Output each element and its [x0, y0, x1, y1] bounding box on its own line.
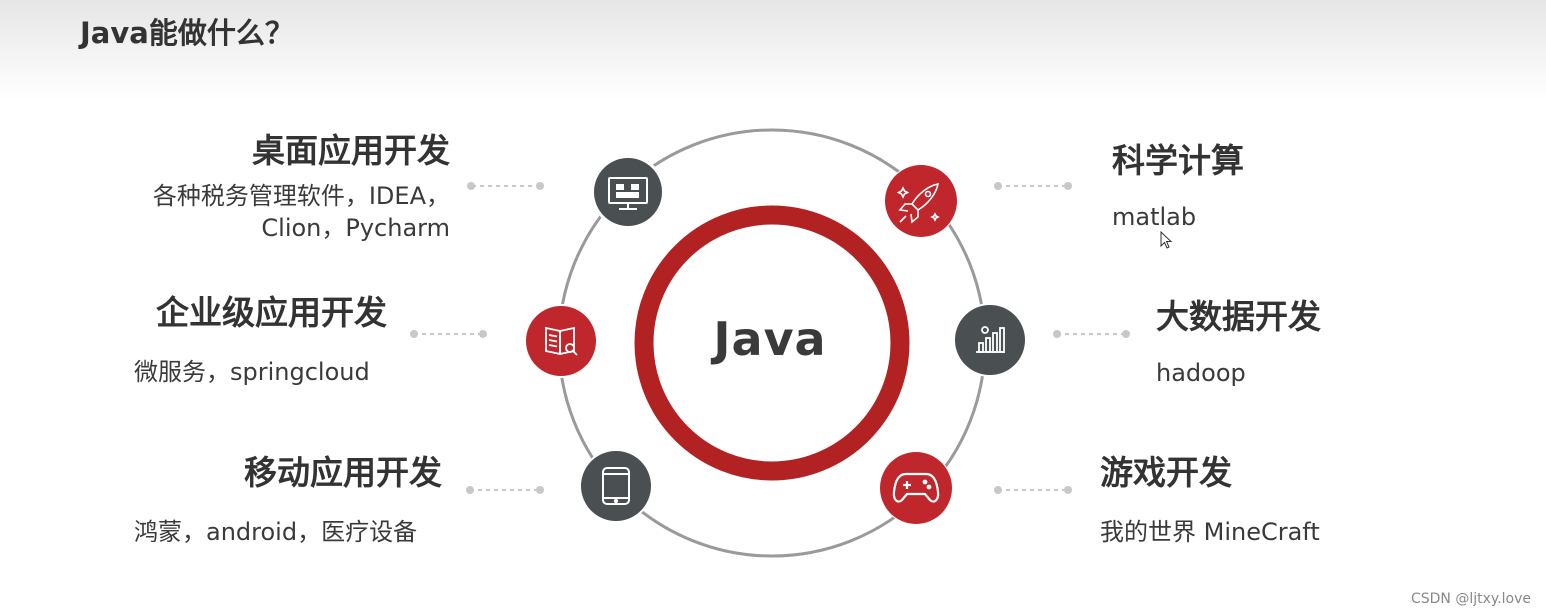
- heading-mobile: 移动应用开发: [244, 453, 442, 492]
- node-games: [879, 451, 953, 525]
- desc-enterprise-line-1: 微服务，springcloud: [134, 358, 370, 386]
- node-bigdata: [953, 303, 1027, 377]
- monitor-icon: [608, 177, 648, 210]
- watermark: CSDN @ljtxy.love: [1410, 591, 1531, 607]
- desc-bigdata-line-1: hadoop: [1156, 359, 1246, 387]
- desc-science-line-1: matlab: [1112, 203, 1197, 231]
- node-mobile: [579, 449, 653, 523]
- center-ring: [634, 205, 910, 481]
- desc-desktop-line-2: Clion，Pycharm: [261, 214, 450, 242]
- node-desktop: [591, 155, 665, 229]
- heading-enterprise: 企业级应用开发: [156, 293, 387, 332]
- node-science: [884, 164, 958, 238]
- heading-bigdata: 大数据开发: [1156, 297, 1321, 336]
- desc-games-line-1: 我的世界 MineCraft: [1100, 518, 1320, 546]
- bar-chart-icon: [976, 326, 1005, 353]
- gamepad-icon: [892, 472, 940, 503]
- tablet-icon: [602, 467, 630, 505]
- header-band: [0, 0, 1546, 100]
- heading-desktop: 桌面应用开发: [252, 131, 450, 170]
- heading-science: 科学计算: [1112, 141, 1244, 180]
- mouse-cursor-icon: [1160, 231, 1173, 249]
- desc-desktop-line-1: 各种税务管理软件，IDEA，: [152, 182, 450, 210]
- node-enterprise: [524, 304, 598, 378]
- heading-games: 游戏开发: [1100, 453, 1232, 492]
- rocket-icon: [896, 182, 940, 224]
- desc-mobile-line-1: 鸿蒙，android，医疗设备: [134, 518, 418, 546]
- center-label: Java: [713, 312, 827, 366]
- page-title: Java能做什么？: [80, 16, 294, 50]
- book-icon: [545, 326, 578, 356]
